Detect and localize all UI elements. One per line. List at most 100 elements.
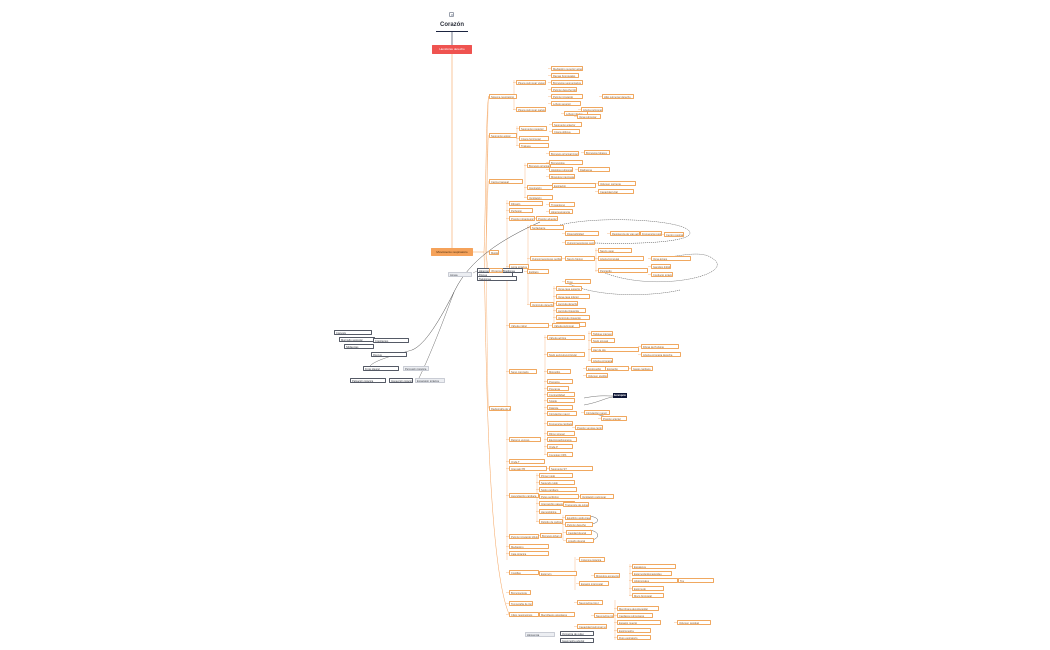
map-node-m48[interactable]: Roncus: [371, 352, 407, 357]
map-node-n76[interactable]: Volumen sistólico: [586, 373, 608, 378]
map-node-n71[interactable]: Seno coronario: [509, 369, 537, 374]
map-node-n86[interactable]: Retorno venoso: [509, 437, 541, 442]
map-node-m08[interactable]: Pulmón izquierdo lóbulo: [509, 534, 539, 539]
map-node-n15[interactable]: Segmento posterior: [519, 126, 547, 131]
map-node-m29[interactable]: Membrana alveolocapilar: [617, 606, 659, 611]
map-node-m07[interactable]: Pulmón derecho: [565, 522, 593, 527]
map-node-n84[interactable]: Presión arterial: [601, 416, 627, 421]
map-node-n14[interactable]: Segmento apical: [489, 133, 517, 138]
map-node-m11[interactable]: Líquido pleural: [566, 538, 594, 543]
map-node-n90[interactable]: Onda P: [547, 444, 573, 449]
map-node-n91[interactable]: Complejo QRS: [547, 452, 573, 457]
map-node-n10[interactable]: Lóbulo inferior: [564, 111, 588, 116]
map-node-m33[interactable]: Capacidad pulmonar total: [577, 624, 607, 629]
map-node-m32[interactable]: Volumen residual: [677, 620, 711, 625]
map-node-n80[interactable]: Sístole: [547, 398, 575, 403]
map-node-m23[interactable]: Estornudo: [632, 586, 664, 591]
map-node-n52[interactable]: Esófago: [527, 269, 549, 274]
map-node-n47[interactable]: Vena ácigos: [651, 256, 691, 261]
map-node-m51[interactable]: Palpación torácica: [350, 378, 386, 383]
map-node-n11[interactable]: Arteria pulmonar: [581, 107, 603, 112]
map-node-m03[interactable]: Transporte de oxígeno: [563, 502, 589, 507]
map-node-n18[interactable]: Cisura horizontal: [519, 136, 549, 141]
map-node-n62[interactable]: Válvula pulmonar: [552, 323, 580, 328]
map-node-n77[interactable]: Precarga: [547, 379, 573, 384]
map-node-m19[interactable]: Escalenos: [632, 564, 676, 569]
map-node-m25[interactable]: Cilios respiratorios: [509, 612, 539, 617]
map-node-n27[interactable]: Músculos intercostales: [549, 174, 575, 179]
map-node-n09[interactable]: Lóbulo superior: [551, 101, 581, 106]
map-node-m17[interactable]: Espacio intercostal: [579, 581, 609, 586]
map-node-m27[interactable]: Neumocitos tipo I: [577, 600, 603, 605]
map-node-n75[interactable]: Gasto cardíaco: [631, 366, 653, 371]
map-node-n49[interactable]: Conducto torácico: [651, 272, 673, 277]
map-node-n05[interactable]: Ramas bronquiales: [551, 73, 579, 78]
map-node-m14[interactable]: Costillas: [509, 570, 539, 575]
map-node-m36[interactable]: Oximetría de pulso: [560, 631, 594, 636]
map-node-n97[interactable]: Segundo ruido: [539, 480, 575, 485]
map-node-m31[interactable]: Espacio muerto: [617, 620, 661, 625]
map-node-n38[interactable]: Distensibilidad: [565, 231, 599, 236]
map-node-n37[interactable]: Surfactante: [530, 225, 564, 230]
map-node-m45[interactable]: Murmullo vesicular: [339, 337, 375, 342]
map-node-m44[interactable]: Cianosis: [334, 330, 372, 335]
map-node-n28[interactable]: Inspiración: [527, 185, 553, 190]
map-node-m35[interactable]: Flujo espiratorio: [617, 635, 651, 640]
map-node-n81[interactable]: Diástole: [547, 405, 573, 410]
map-node-n32[interactable]: Ventilación: [527, 195, 553, 200]
map-node-n54[interactable]: Vena cava superior: [556, 286, 582, 291]
map-node-n70[interactable]: Arteria coronaria izquierda: [591, 358, 613, 363]
map-node-m15[interactable]: Esternón: [539, 571, 577, 576]
map-node-n55[interactable]: Vena cava inferior: [556, 294, 590, 299]
map-node-n33[interactable]: Difusión: [509, 201, 543, 206]
map-node-m53[interactable]: Expansión torácica: [415, 378, 445, 383]
map-node-n57[interactable]: Ventrículo derecho: [530, 302, 554, 307]
map-node-n21[interactable]: Bronquio principal derecho: [527, 163, 551, 168]
map-node-m09[interactable]: Bronquio lobar medio: [540, 533, 562, 538]
map-node-m41[interactable]: Taquipnea: [477, 276, 517, 281]
map-node-m46[interactable]: Sibilancias: [344, 344, 374, 349]
map-node-n58[interactable]: Aurícula izquierda: [556, 308, 586, 313]
map-node-n92[interactable]: Onda T: [509, 459, 545, 464]
map-node-n31[interactable]: Capacidad vital: [598, 189, 634, 194]
map-node-n42[interactable]: Quimiorreceptores centrales: [565, 240, 595, 245]
map-node-m05[interactable]: Dióxido de carbono: [539, 519, 563, 524]
map-node-n16[interactable]: Segmento anterior: [552, 122, 582, 127]
map-node-n30[interactable]: Volumen corriente: [598, 181, 636, 186]
map-node-m57[interactable]: Hiperresonancia: [549, 209, 573, 214]
map-node-m21[interactable]: Abdominales: [632, 578, 678, 583]
map-node-n68[interactable]: Fibras de Purkinje: [641, 344, 679, 349]
map-node-m24[interactable]: Moco bronquial: [632, 593, 664, 598]
map-node-m01[interactable]: Ventilación pulmonar: [580, 494, 614, 499]
map-node-n39[interactable]: Resistencia de vías aéreas: [610, 231, 640, 236]
map-node-n46[interactable]: Arteria bronquial: [598, 256, 644, 261]
map-node-n56[interactable]: Aurícula derecha: [556, 301, 578, 306]
map-node-m18[interactable]: Músculos accesorios: [594, 573, 620, 578]
map-node-n25[interactable]: Alvéolos pulmonares: [549, 167, 573, 172]
map-node-m22[interactable]: Tos: [678, 578, 714, 583]
map-node-m06[interactable]: Equilibrio ácido-base: [565, 515, 591, 520]
map-node-n06[interactable]: Bronquios segmentarios: [551, 80, 583, 85]
map-node-m30[interactable]: Capilares pulmonares: [617, 613, 653, 618]
map-node-n43[interactable]: Quimiorreceptores periféricos: [530, 256, 562, 261]
map-node-n24[interactable]: Bronquiolos: [549, 160, 583, 165]
map-node-m49[interactable]: Frote pleural: [363, 366, 399, 371]
map-node-n69[interactable]: Arteria coronaria derecha: [641, 352, 681, 357]
map-node-n53[interactable]: Timo: [565, 279, 591, 284]
map-node-n89[interactable]: Electrocardiograma: [547, 437, 577, 442]
map-node-n12[interactable]: Vena pulmonar: [577, 114, 601, 119]
map-node-m10[interactable]: Cavidad pleural: [566, 530, 592, 535]
map-node-n96[interactable]: Primer ruido: [539, 473, 573, 478]
map-node-n98[interactable]: Soplo cardíaco: [539, 487, 577, 492]
map-node-n36[interactable]: Presión alveolar: [536, 216, 558, 221]
hemitorax-node[interactable]: Hemitórax derecho: [432, 45, 472, 54]
map-node-m52[interactable]: Inspección torácica: [389, 378, 413, 383]
map-node-n67[interactable]: Haz de His: [591, 347, 639, 352]
map-node-n87[interactable]: Frecuencia cardíaca: [547, 421, 573, 426]
map-node-n88[interactable]: Ritmo sinusal: [547, 431, 575, 436]
map-node-n85[interactable]: Presión venosa central: [575, 425, 603, 430]
map-node-n29[interactable]: Espiración: [552, 183, 596, 188]
map-node-n83[interactable]: Circulación menor: [584, 410, 610, 415]
map-node-n22[interactable]: Bronquio principal izquierdo: [549, 151, 579, 156]
map-node-n61[interactable]: Válvula mitral: [509, 323, 549, 328]
